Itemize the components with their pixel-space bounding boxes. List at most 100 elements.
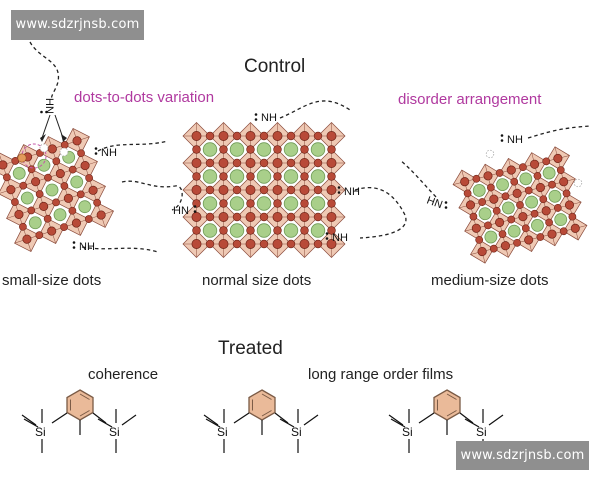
halide-atom (460, 177, 470, 187)
bond (418, 412, 435, 424)
bond (92, 412, 107, 424)
halide-atom (232, 185, 242, 195)
halide-atom (472, 174, 481, 183)
amine-label: NH (261, 112, 277, 124)
halide-atom (35, 231, 44, 239)
arrow-line (54, 114, 64, 139)
cation-atom (45, 183, 59, 197)
halide-atom (327, 226, 336, 235)
halide-atom (218, 158, 229, 168)
double-bond (446, 410, 457, 417)
halide-atom (495, 217, 505, 227)
double-bond (79, 393, 90, 400)
halide-atom (559, 177, 569, 187)
ligand-chain (527, 125, 591, 139)
halide-atom (498, 230, 507, 238)
cation-atom (478, 207, 492, 221)
halide-atom (245, 131, 256, 141)
amine-label: NH (344, 186, 360, 198)
ligand-chain (279, 100, 351, 119)
cation-atom (78, 200, 92, 214)
vacancy-site (485, 149, 495, 159)
halide-atom (530, 159, 540, 169)
lone-pair-dot (40, 110, 43, 114)
bond (459, 412, 474, 424)
bond (23, 418, 39, 428)
halide-atom (313, 185, 323, 195)
bond (21, 414, 37, 426)
halide-atom (299, 212, 310, 222)
amine-label: HN (173, 205, 189, 217)
halide-atom (47, 144, 57, 154)
lone-pair-dot (72, 241, 76, 244)
halide-atom (60, 223, 68, 231)
caption-normal-dots: normal size dots (202, 272, 312, 289)
treated-title: Treated (218, 338, 283, 359)
double-bond (261, 393, 272, 400)
halide-atom (14, 209, 24, 219)
bond (464, 418, 480, 428)
cation-atom (256, 169, 272, 184)
cation-atom (310, 169, 326, 184)
arrow-head (40, 134, 46, 142)
halide-atom (259, 185, 269, 195)
halide-atom (96, 210, 106, 220)
halide-atom (512, 188, 522, 198)
halide-atom (205, 185, 215, 195)
bond (51, 412, 68, 424)
halide-atom (72, 136, 82, 146)
halide-atom (568, 212, 577, 221)
halide-atom (313, 212, 323, 222)
cation-atom (202, 196, 218, 211)
halide-atom (205, 239, 215, 249)
halide-atom (19, 181, 28, 190)
lone-pair-dot (94, 152, 98, 155)
halide-atom (80, 161, 90, 171)
halide-atom (246, 145, 255, 154)
bond (121, 414, 137, 426)
halide-atom (524, 186, 533, 195)
halide-atom (259, 239, 269, 249)
halide-atom (192, 145, 201, 154)
double-bond (79, 410, 90, 417)
halide-atom (500, 241, 510, 251)
cation-atom (496, 178, 509, 192)
bond (303, 414, 319, 426)
halide-atom (246, 199, 255, 208)
ligand-chain (399, 159, 437, 198)
halide-atom (219, 145, 228, 154)
vacancy-site (59, 147, 69, 157)
halide-atom (218, 212, 229, 222)
halide-atom (272, 239, 283, 249)
halide-atom (6, 185, 16, 195)
halide-atom (471, 223, 481, 233)
cation-atom (283, 169, 299, 184)
halide-atom (19, 222, 27, 231)
halide-atom (0, 160, 8, 170)
halide-atom (259, 131, 269, 141)
vacancy-site (573, 178, 583, 188)
halide-atom (259, 158, 269, 168)
watermark-bottom: www.sdzrjnsb.com (456, 441, 589, 470)
halide-atom (11, 198, 19, 206)
halide-atom (562, 189, 571, 198)
halide-atom (553, 153, 563, 164)
halide-atom (510, 177, 519, 186)
halide-atom (39, 201, 49, 211)
cation-atom (202, 169, 218, 184)
cation-atom (229, 196, 245, 211)
halide-atom (300, 199, 309, 208)
cation-atom (519, 172, 533, 186)
dots-variation-note: dots-to-dots variation (74, 89, 215, 106)
ligand-layer (29, 41, 591, 253)
halide-atom (313, 131, 323, 141)
amine-label: HN (425, 195, 444, 212)
halide-atom (533, 172, 542, 180)
halide-atom (205, 158, 215, 168)
halide-atom (300, 172, 309, 181)
halide-atom (556, 166, 565, 174)
halide-atom (84, 215, 93, 223)
cation-atom (70, 175, 84, 189)
cation-atom (37, 158, 51, 172)
